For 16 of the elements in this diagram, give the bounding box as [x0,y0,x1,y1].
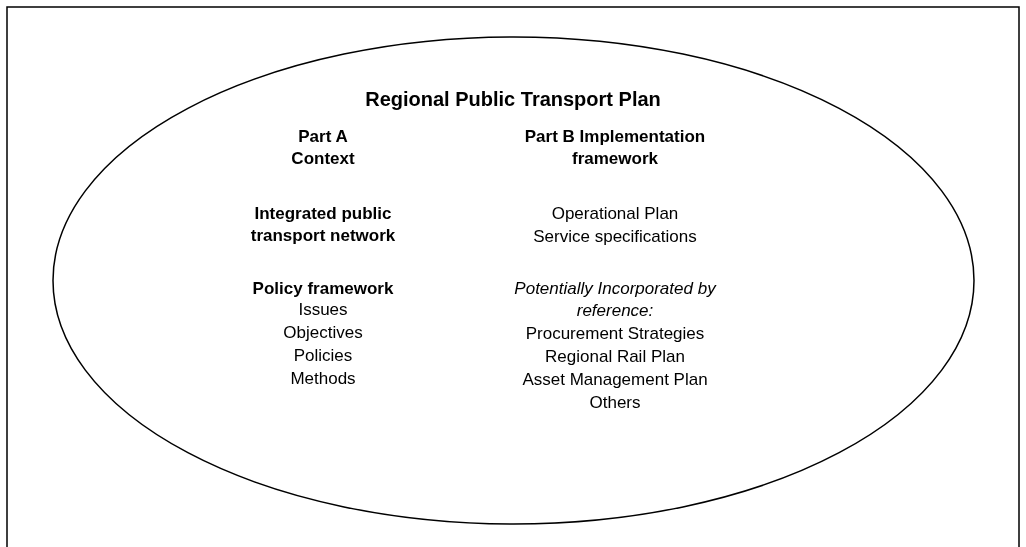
section-heading: Policy framework [251,278,395,300]
list-item: Operational Plan [550,203,680,225]
list-item: Others [588,392,642,414]
list-item: Service specifications [532,226,698,248]
section-heading: Integrated public transport network [249,203,397,247]
list-item: Procurement Strategies [524,323,706,345]
list-item: Policies [292,345,354,367]
node-heading: Regional Public Transport Plan [364,88,662,110]
list-item: Issues [297,299,349,321]
list-item: Regional Rail Plan [544,346,686,368]
section-heading: Part A Context [290,126,356,170]
list-item: Objectives [282,322,364,344]
note-text: Potentially Incorporated by reference: [513,278,718,322]
list-item: Methods [289,368,357,390]
section-heading: Part B Implementation framework [523,126,707,170]
list-item: Asset Management Plan [521,369,709,391]
